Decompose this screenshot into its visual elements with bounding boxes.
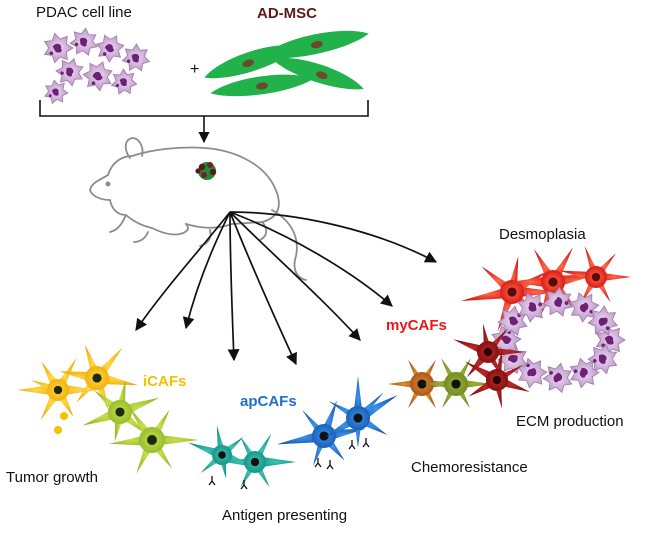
arrow-to-icafs-2 (182, 211, 231, 330)
icaf-cell (109, 408, 199, 474)
icaf-cells (17, 344, 199, 474)
mhc-receptor-icon (240, 480, 248, 490)
mycaf-cell (453, 323, 525, 378)
combine-bracket (39, 100, 369, 144)
mycaf-cell (460, 256, 560, 332)
pdac-cell (110, 68, 138, 95)
chemoresistance-label: Chemoresistance (411, 459, 528, 476)
ad-msc-cells (204, 30, 369, 97)
mhc-receptor-icon (208, 476, 216, 486)
apcaf-cells (188, 376, 398, 490)
pdac-cell (569, 292, 600, 323)
dark-mycaf-cells (453, 323, 530, 409)
pdac-cell (569, 357, 600, 389)
pdac-cell (121, 43, 151, 72)
arrow-to-mycafs-2 (229, 211, 438, 263)
pdac-cell (44, 79, 69, 105)
ecm-production-label: ECM production (516, 413, 624, 430)
mhc-receptor-icon (348, 440, 356, 450)
apcaf-cell (325, 376, 398, 448)
pdac-cell (595, 324, 626, 356)
mycaf-cell (559, 245, 631, 304)
apcaf-cell (276, 400, 366, 467)
pdac-label: PDAC cell line (36, 4, 132, 21)
desmoplasia-label: Desmoplasia (499, 226, 586, 243)
chemo-cell (388, 359, 456, 409)
mouse-illustration (89, 137, 307, 281)
icafs-label: iCAFs (143, 373, 187, 390)
pdac-cell (95, 34, 125, 63)
icaf-cell (82, 380, 160, 442)
pdac-cell (55, 57, 84, 87)
icaf-cell (17, 357, 97, 421)
mhc-receptor-icon (314, 458, 322, 468)
arrow-to-apcafs-1 (227, 211, 240, 362)
pdac-cell (517, 292, 548, 323)
pdac-cell (587, 305, 619, 336)
icaf-secreted-factor (60, 412, 68, 420)
chemoresistance-cells (388, 358, 492, 409)
pdac-cell-cluster (43, 27, 151, 105)
plus-sign: + (190, 61, 200, 78)
ad-msc-label: AD-MSC (257, 5, 317, 22)
mycaf-cell (464, 349, 530, 409)
pdac-cell (43, 32, 74, 64)
apcaf-cell (224, 433, 296, 488)
tumor-engraftment (195, 162, 217, 180)
chemo-cell (424, 358, 492, 409)
pdac-cell (587, 343, 618, 375)
mycafs-label: myCAFs (386, 317, 447, 334)
arrow-to-icafs-1 (135, 211, 231, 331)
icaf-cell (59, 344, 139, 410)
tumor-cell-ring (491, 286, 626, 394)
arrow-to-mycafs-1 (229, 211, 393, 307)
pdac-cell (542, 286, 573, 317)
pdac-cell (82, 61, 113, 92)
arrow-fan (135, 211, 438, 366)
mhc-receptor-icon (362, 438, 370, 448)
icaf-secreted-factor (54, 426, 62, 434)
tumor-growth-label: Tumor growth (6, 469, 98, 486)
antigen-presenting-label: Antigen presenting (222, 507, 348, 524)
apcafs-label: apCAFs (240, 393, 297, 410)
pdac-cell (517, 357, 548, 389)
apcaf-cell (188, 425, 253, 479)
pdac-cell (69, 27, 98, 56)
pdac-cell (542, 362, 573, 394)
arrow-to-apcafs-3 (229, 211, 361, 341)
arrow-to-apcafs-2 (229, 211, 297, 366)
mhc-receptor-icon (326, 460, 334, 470)
